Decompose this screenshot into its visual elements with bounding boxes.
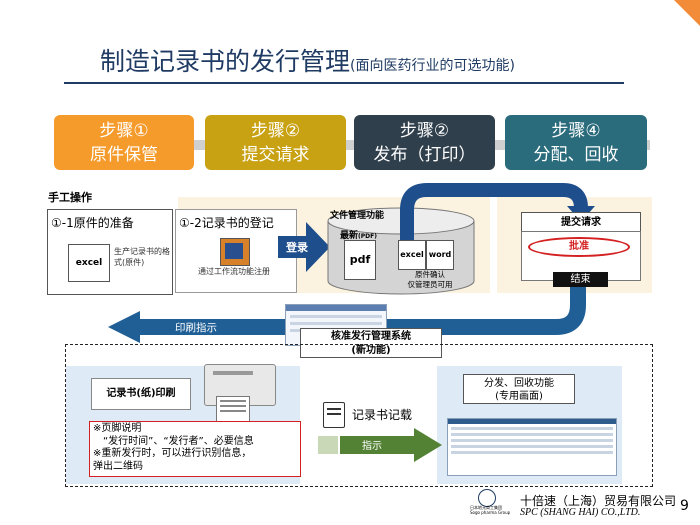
step-3-number: 步骤②	[399, 121, 450, 141]
pdf-doc-icon: pdf	[344, 240, 376, 280]
print-instruction-arrow	[108, 287, 586, 343]
word-file-icon: word	[426, 240, 454, 270]
corner-accent	[674, 0, 700, 26]
step-1: 步骤① 原件保管	[54, 115, 194, 170]
step-1-number: 步骤①	[99, 121, 149, 141]
filemgmt-note: 原件确认仅管理员可用	[407, 270, 453, 289]
register-label: 登录	[286, 241, 308, 254]
filemgmt-label: 文件管理功能	[330, 211, 385, 221]
filemgmt-latest: 最新(PDF)	[340, 231, 377, 241]
register-note: 通过工作流功能注册	[198, 267, 270, 276]
distribution-screenshot	[447, 418, 617, 476]
workflow-icon	[220, 238, 250, 266]
step-2-number: 步骤②	[250, 121, 301, 141]
prep-note: 生产记录书的格式(原件)	[114, 247, 170, 267]
company-name-en: SPC (SHANG HAI) CO.,LTD.	[520, 507, 641, 518]
excel-doc-icon: excel	[68, 244, 110, 282]
excel-file-icon: excel	[398, 240, 426, 270]
end-marker: 结束	[553, 272, 608, 287]
register-arrow	[278, 222, 330, 272]
page-title: 制造记录书的发行管理(面向医药行业的可选功能)	[100, 42, 515, 78]
prep-box: ①-1原件的准备 excel 生产记录书的格式(原件)	[47, 209, 173, 295]
step-2: 步骤② 提交请求	[205, 115, 346, 170]
print-instruction-label: 印刷指示	[175, 322, 217, 334]
step-4-label: 分配、回收	[533, 145, 619, 165]
new-function-region	[65, 344, 653, 487]
submit-request: 提交请求	[521, 212, 641, 233]
system-label: 核准发行管理系统(新功能)	[300, 328, 442, 358]
register-box: ①-2记录书的登记 通过工作流功能注册	[175, 209, 297, 293]
company-logo-icon	[478, 489, 496, 507]
printed-paper-icon	[216, 396, 250, 424]
step-3-label: 发布（打印）	[373, 145, 476, 165]
title-main: 制造记录书的发行管理	[100, 47, 351, 76]
title-sub: (面向医药行业的可选功能)	[350, 58, 515, 74]
page-number: 9	[680, 498, 689, 514]
title-underline	[64, 82, 624, 84]
step-2-label: 提交请求	[241, 145, 310, 165]
print-title-box: 记录书(纸)印刷	[91, 378, 191, 410]
prep-title: ①-1原件的准备	[51, 216, 134, 230]
step-3: 步骤② 发布（打印）	[354, 115, 495, 170]
print-footer-note: ※页脚说明 “发行时间”、“发行者”、必要信息 ※重新发行时，可以进行识别信息，…	[89, 421, 301, 477]
clipboard-icon	[323, 402, 345, 428]
register-title: ①-2记录书的登记	[179, 216, 274, 230]
step-1-label: 原件保管	[90, 145, 158, 165]
manual-heading: 手工操作	[48, 191, 92, 204]
record-instruct-arrow	[318, 428, 442, 462]
instruct-label: 指示	[362, 441, 382, 452]
approve-ellipse: 批准	[528, 237, 630, 257]
step-4-number: 步骤④	[551, 121, 601, 141]
company-name-cn: 十倍速（上海）贸易有限公司	[520, 494, 677, 508]
distribution-title: 分发、回收功能(专用画面)	[463, 374, 575, 404]
record-label: 记录书记载	[352, 408, 413, 422]
step-4: 步骤④ 分配、回收	[505, 115, 647, 170]
